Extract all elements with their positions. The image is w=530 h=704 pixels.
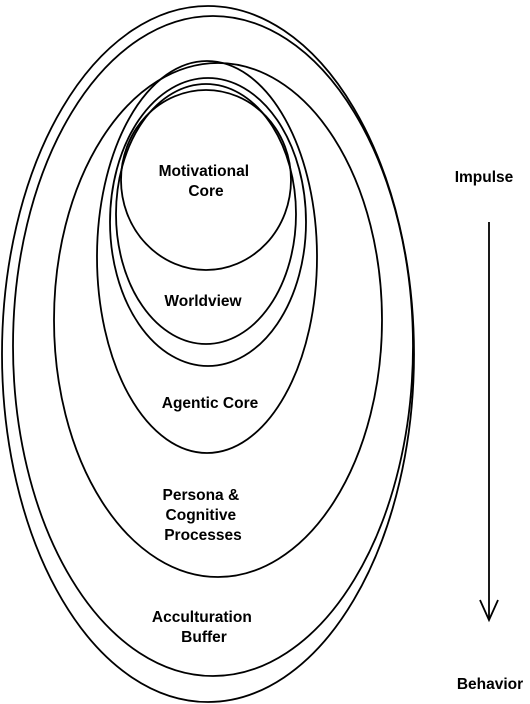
acculturation-buffer-ring [1, 5, 415, 703]
persona-line-2: Cognitive [166, 507, 237, 524]
flow-arrow-head [479, 599, 499, 623]
acculturation-buffer-label: Acculturation Buffer [152, 609, 256, 646]
motivational-core-ring [120, 89, 292, 271]
motivational-core-line-2: Core [188, 183, 224, 200]
persona-line-1: Persona & [163, 487, 240, 504]
impulse-label: Impulse [455, 169, 514, 186]
worldview-label: Worldview [164, 293, 242, 310]
persona-line-3: Processes [164, 527, 242, 544]
worldview-inner-ring [115, 83, 297, 345]
acculturation-line-1: Acculturation [152, 609, 252, 626]
behavior-label: Behavior [457, 676, 523, 693]
agentic-core-ring [96, 60, 318, 454]
persona-label: Persona & Cognitive Processes [163, 487, 244, 544]
motivational-core-label: Motivational Core [159, 163, 254, 200]
agentic-core-label: Agentic Core [162, 395, 259, 412]
worldview-ring [109, 77, 307, 367]
persona-ring [53, 62, 383, 578]
motivational-core-line-1: Motivational [159, 163, 249, 180]
acculturation-line-2: Buffer [181, 629, 227, 646]
outer-secondary-ring [12, 15, 414, 677]
